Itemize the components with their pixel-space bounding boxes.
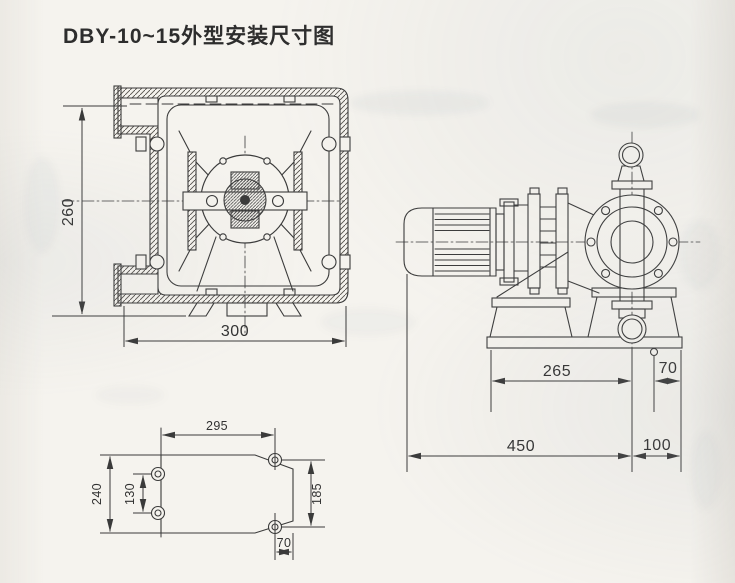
front-view-drawing (61, 85, 351, 337)
clamp-tab (205, 95, 218, 103)
clamp-tab (205, 288, 218, 296)
bracket-line (273, 236, 294, 292)
dim-width-label: 300 (221, 323, 249, 340)
bracket-diagonal (496, 251, 569, 298)
base-plan-dimensions (100, 428, 325, 560)
shaft-pin (205, 194, 219, 208)
discharge-port (611, 142, 653, 190)
gear-hub (240, 195, 250, 205)
bottom-port-flange-lip (113, 263, 122, 307)
anchor-bolt (649, 347, 659, 357)
top-port-flange-lip (113, 85, 122, 139)
suction-port (611, 300, 653, 344)
clamp-tab (283, 95, 296, 103)
bracket-diagonal (567, 280, 600, 294)
dim-corner-offset-label: 70 (277, 536, 292, 550)
base-plate (486, 336, 683, 349)
clamp-bolts (135, 136, 351, 270)
dim-height-label: 260 (60, 198, 77, 226)
dim-depth-label: 240 (90, 483, 104, 505)
page-title: DBY-10~15外型安装尺寸图 (63, 24, 335, 48)
side-view-dimensions (406, 274, 682, 472)
dim-total-length-label: 450 (507, 438, 535, 455)
side-view-drawing (395, 131, 701, 357)
dim-top-width-label: 295 (206, 419, 228, 433)
housing-bolts (219, 157, 271, 241)
motor-fins (434, 213, 490, 272)
shaft-pin (271, 194, 285, 208)
dim-right-ext-label: 100 (643, 437, 671, 454)
dim-anchor-offset-label: 70 (659, 360, 678, 377)
base-plan-drawing (150, 427, 294, 538)
dim-bolt-span-right-label: 185 (310, 483, 324, 505)
pump-head (584, 188, 680, 302)
dim-mount-span-label: 265 (543, 363, 571, 380)
motor-stand (489, 297, 573, 338)
chamber-liner (166, 104, 330, 287)
motor (403, 207, 497, 277)
scan-artifacts (24, 91, 722, 510)
dim-bolt-span-left-label: 130 (123, 483, 137, 505)
front-view-dimensions (52, 105, 347, 347)
stand-leg-right (275, 302, 302, 317)
clamp-tab (283, 288, 296, 296)
pump-head-bolts (586, 206, 678, 278)
bracket-line (196, 236, 217, 292)
stand-center (226, 302, 268, 317)
coupling-flanges (495, 187, 608, 298)
mount-holes (150, 452, 283, 535)
pump-body-wall (117, 87, 349, 304)
stand-leg-left (188, 302, 215, 317)
lantern-lines (539, 206, 557, 268)
